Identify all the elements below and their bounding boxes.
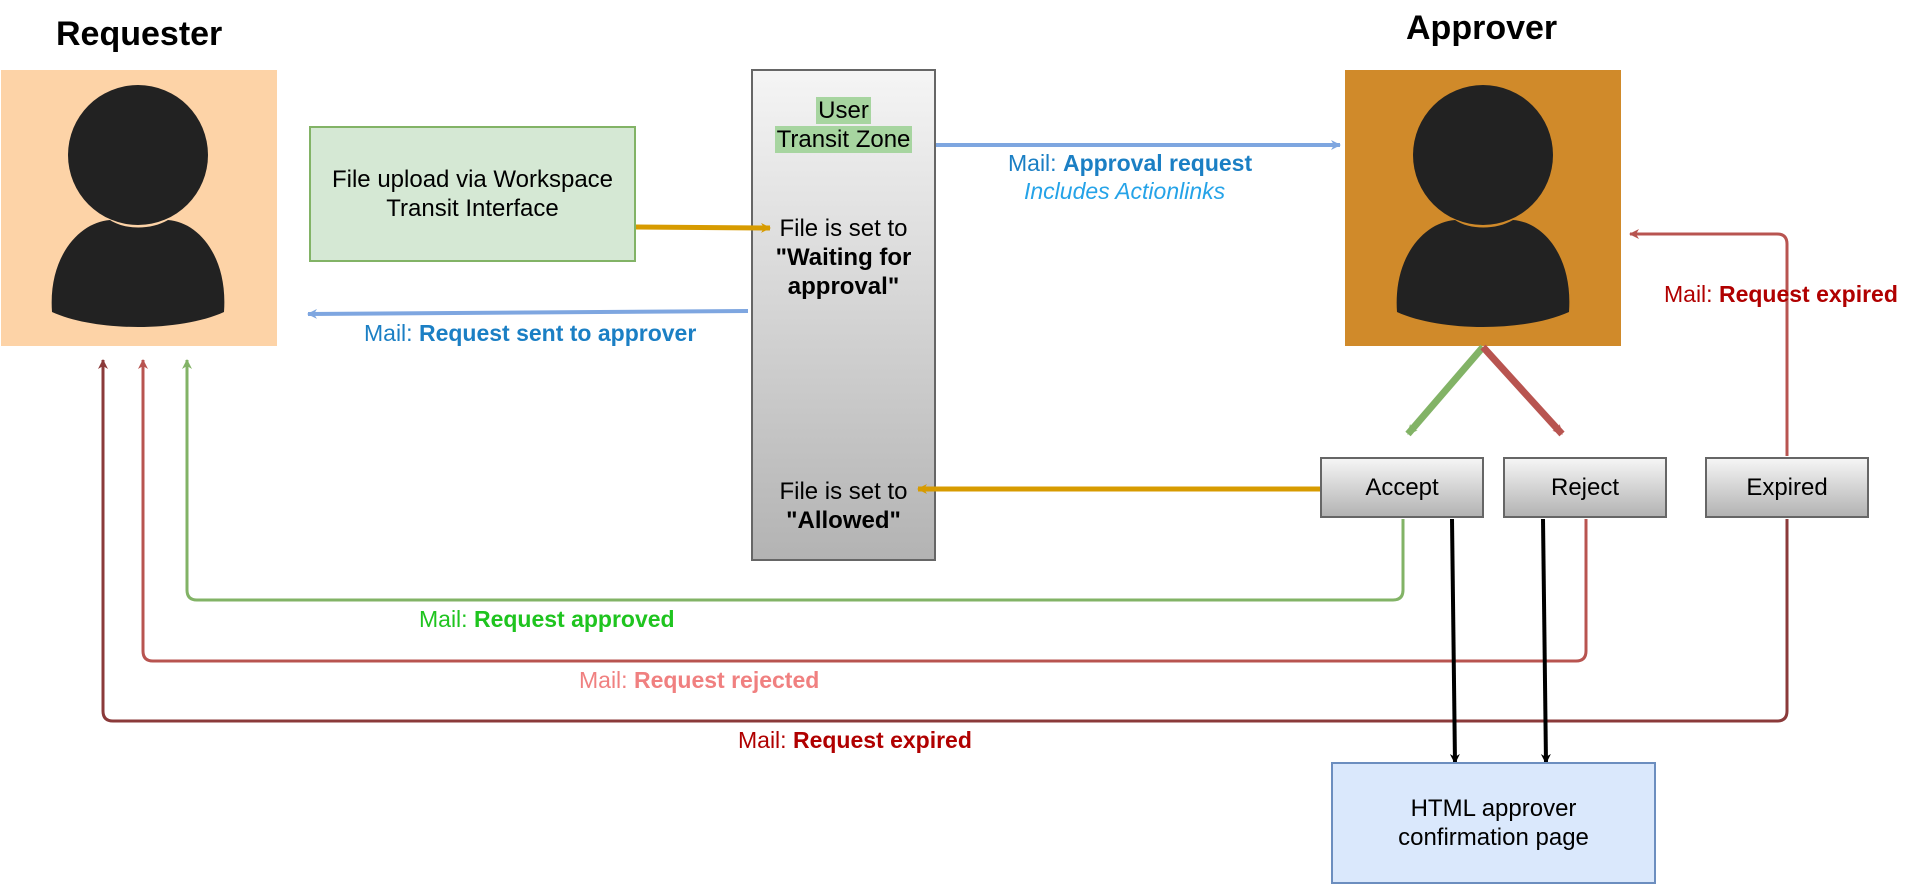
approval-request-prefix: Mail: <box>1008 150 1063 176</box>
file-upload-box: File upload via Workspace Transit Interf… <box>309 126 636 262</box>
request-sent-bold: Request sent to approver <box>418 320 697 346</box>
request-sent-arrow <box>307 308 749 319</box>
expired-to-approver-prefix: Mail: <box>1664 281 1719 307</box>
reject-button[interactable]: Reject <box>1503 457 1667 518</box>
expired-to-approver-label: Mail: Request expired <box>1664 281 1898 308</box>
transit-zone-title-line1: User <box>816 97 871 124</box>
waiting-status-prefix: File is set to <box>779 215 908 242</box>
approval-request-label: Mail: Approval request <box>1008 150 1252 177</box>
waiting-status: File is set to "Waiting for approval" <box>758 214 929 301</box>
request-approved-bold: Request approved <box>473 606 675 632</box>
upload-to-transit-arrow <box>635 222 771 233</box>
confirmation-page-box: HTML approver confirmation page <box>1331 762 1656 884</box>
approval-request-bold: Approval request <box>1062 150 1253 176</box>
transit-zone-title: User Transit Zone <box>752 96 935 154</box>
accept-to-confirmation-arrow <box>1449 518 1460 764</box>
request-expired-label: Mail: Request expired <box>738 727 972 754</box>
confirmation-page-text: HTML approver confirmation page <box>1398 795 1589 851</box>
expired-to-approver-arrow <box>1629 229 1789 456</box>
requester-avatar <box>1 70 277 346</box>
request-approved-label: Mail: Request approved <box>419 606 675 633</box>
request-sent-label: Mail: Request sent to approver <box>364 320 696 347</box>
request-approved-arrow <box>182 359 1405 602</box>
file-upload-text: File upload via Workspace Transit Interf… <box>331 166 614 222</box>
approval-request-sub: Includes Actionlinks <box>1024 178 1226 204</box>
request-expired-bold: Request expired <box>792 727 972 753</box>
request-approved-prefix: Mail: <box>419 606 474 632</box>
waiting-status-value: "Waiting for approval" <box>775 244 912 300</box>
reject-to-confirmation-arrow <box>1540 518 1551 764</box>
request-rejected-bold: Request rejected <box>633 667 820 693</box>
request-expired-to-requester-arrow <box>98 359 1789 723</box>
request-expired-prefix: Mail: <box>738 727 793 753</box>
expired-button[interactable]: Expired <box>1705 457 1869 518</box>
request-sent-prefix: Mail: <box>364 320 419 346</box>
expired-to-approver-bold: Request expired <box>1718 281 1898 307</box>
requester-title: Requester <box>56 15 223 53</box>
approver-to-reject-arrow <box>1480 344 1565 437</box>
approver-avatar <box>1345 70 1621 346</box>
approver-title: Approver <box>1406 9 1558 47</box>
approver-to-accept-arrow <box>1405 344 1486 437</box>
request-rejected-arrow <box>138 359 1588 663</box>
accept-button[interactable]: Accept <box>1320 457 1484 518</box>
request-rejected-prefix: Mail: <box>579 667 634 693</box>
allowed-status: File is set to "Allowed" <box>758 477 929 535</box>
allowed-status-prefix: File is set to <box>779 478 908 505</box>
request-rejected-label: Mail: Request rejected <box>579 667 819 694</box>
allowed-status-value: "Allowed" <box>786 507 901 534</box>
transit-zone-title-line2: Transit Zone <box>774 126 913 153</box>
